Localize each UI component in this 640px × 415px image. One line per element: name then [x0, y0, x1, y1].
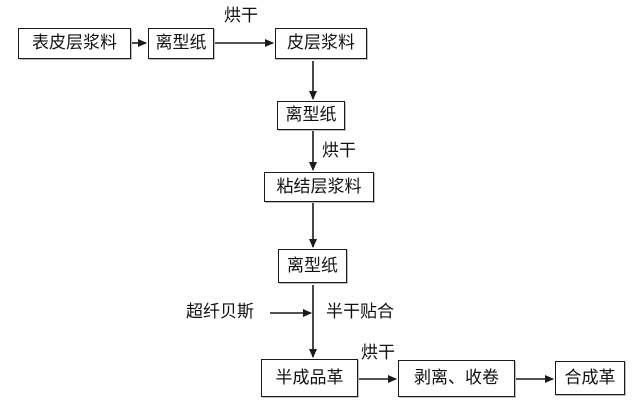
node-release-paper-1: 离型纸 [148, 28, 214, 59]
label-dry-1: 烘干 [224, 6, 258, 26]
node-release-paper-2-text: 离型纸 [285, 105, 337, 125]
node-surface-slurry: 表皮层浆料 [18, 28, 131, 59]
node-synthetic-leather: 合成革 [555, 361, 625, 395]
label-dry-3: 烘干 [361, 343, 395, 363]
node-release-paper-3: 离型纸 [278, 249, 347, 283]
node-adhesive-slurry-text: 粘结层浆料 [276, 176, 362, 197]
node-surface-slurry-text: 表皮层浆料 [32, 33, 117, 53]
node-release-paper-2: 离型纸 [277, 101, 345, 130]
node-peel-roll: 剥离、收卷 [398, 360, 515, 397]
node-semi-leather-text: 半成品革 [275, 367, 344, 388]
node-skin-slurry-text: 皮层浆料 [287, 33, 355, 53]
node-skin-slurry: 皮层浆料 [275, 28, 367, 59]
node-semi-leather: 半成品革 [261, 359, 358, 397]
node-synthetic-leather-text: 合成革 [564, 367, 616, 388]
label-microfiber: 超纤贝斯 [186, 302, 254, 322]
label-semi-dry-laminate: 半干贴合 [326, 302, 394, 322]
node-release-paper-1-text: 离型纸 [155, 33, 207, 53]
node-peel-roll-text: 剥离、收卷 [414, 368, 499, 388]
node-adhesive-slurry: 粘结层浆料 [264, 172, 374, 202]
label-dry-2: 烘干 [322, 141, 356, 161]
node-release-paper-3-text: 离型纸 [287, 255, 338, 276]
